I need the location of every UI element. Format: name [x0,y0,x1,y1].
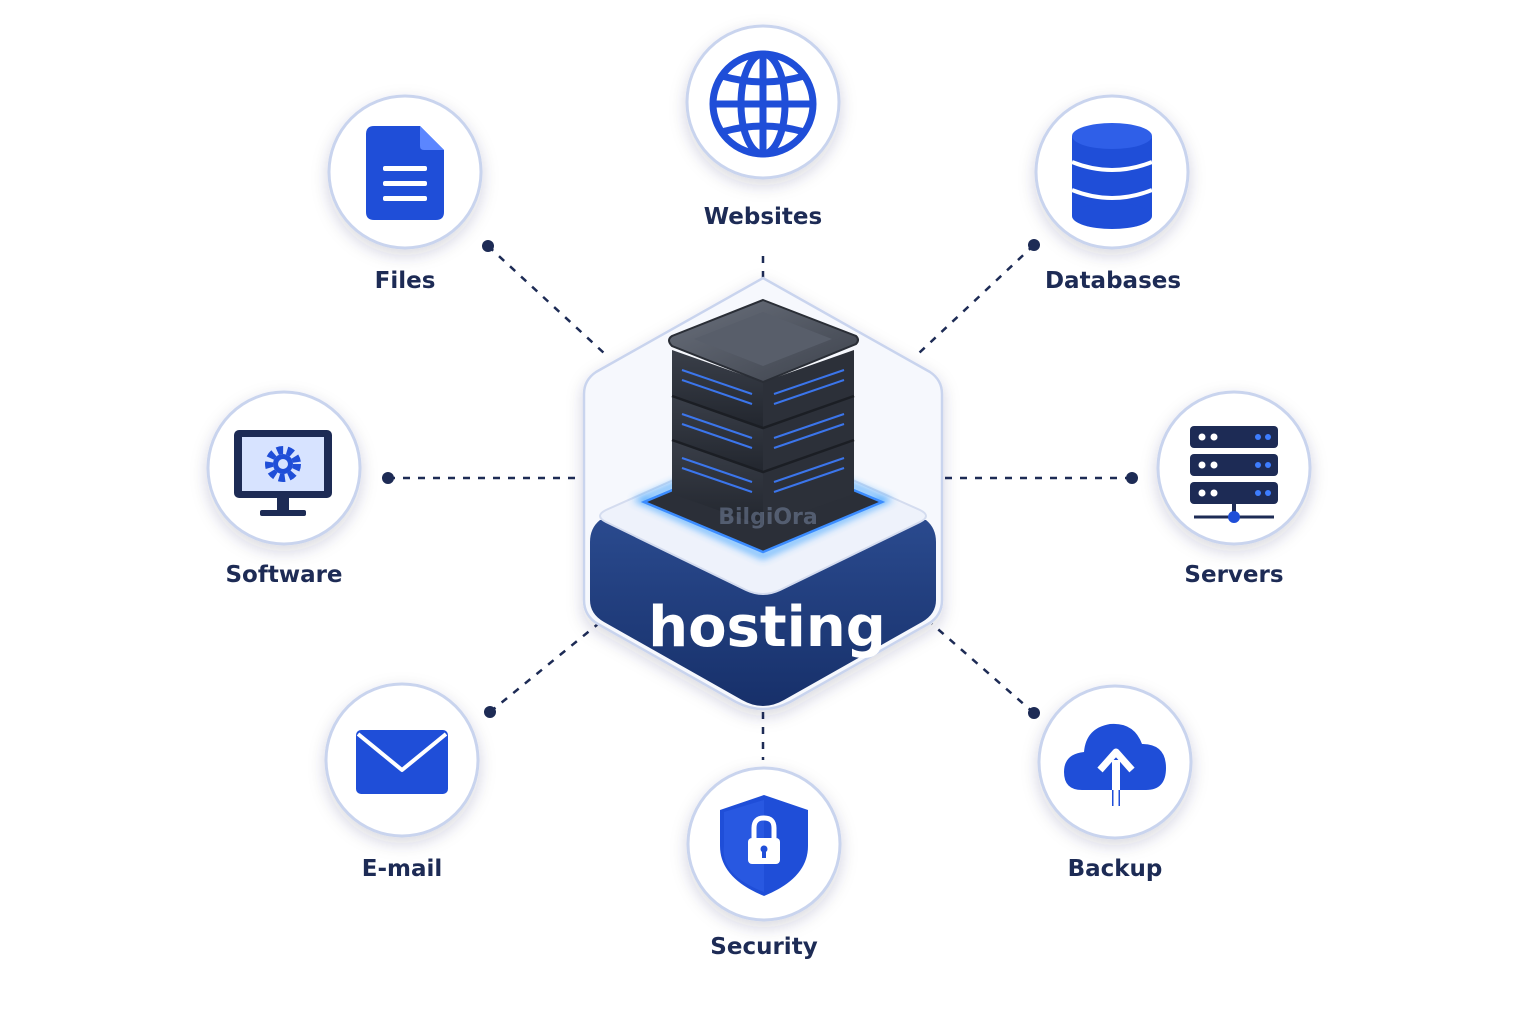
connector-dot-backup [1028,707,1040,719]
node-label-software: Software [225,562,342,588]
node-files[interactable]: Files [327,94,483,294]
monitor-gear-icon [234,430,332,516]
node-label-security: Security [710,934,817,960]
node-backup[interactable]: Backup [1037,684,1193,882]
envelope-icon [356,730,448,794]
server-stack-icon [668,298,859,526]
connector-databases [917,244,1035,355]
node-databases[interactable]: Databases [1034,94,1190,294]
node-label-websites: Websites [704,204,822,230]
node-security[interactable]: Security [686,766,842,960]
connector-backup [931,623,1035,714]
connector-dot-databases [1028,239,1040,251]
node-websites[interactable]: Websites [685,24,841,230]
hosting-hub: BilgiOra hosting [582,276,944,711]
document-icon [366,126,444,220]
cloud-upload-icon [1064,723,1166,806]
shield-lock-icon [720,795,808,896]
node-label-backup: Backup [1068,856,1163,882]
node-label-servers: Servers [1184,562,1283,588]
hub-base [590,520,936,706]
node-email[interactable]: E-mail [324,682,480,882]
connector-dot-email [484,706,496,718]
connector-dot-servers [1126,472,1138,484]
database-icon [1071,123,1153,229]
node-label-databases: Databases [1045,268,1181,294]
globe-icon [709,50,817,158]
hub-title: hosting [648,595,886,660]
node-label-email: E-mail [362,856,443,882]
connector-dot-software [382,472,394,484]
hub-watermark: BilgiOra [718,505,818,530]
node-label-files: Files [375,268,436,294]
node-servers[interactable]: Servers [1156,390,1312,588]
connector-files [487,245,606,355]
connector-dots [382,239,1138,719]
connector-email [489,623,599,713]
server-rack-icon [1190,426,1278,523]
node-software[interactable]: Software [206,390,362,588]
connector-dot-files [482,240,494,252]
